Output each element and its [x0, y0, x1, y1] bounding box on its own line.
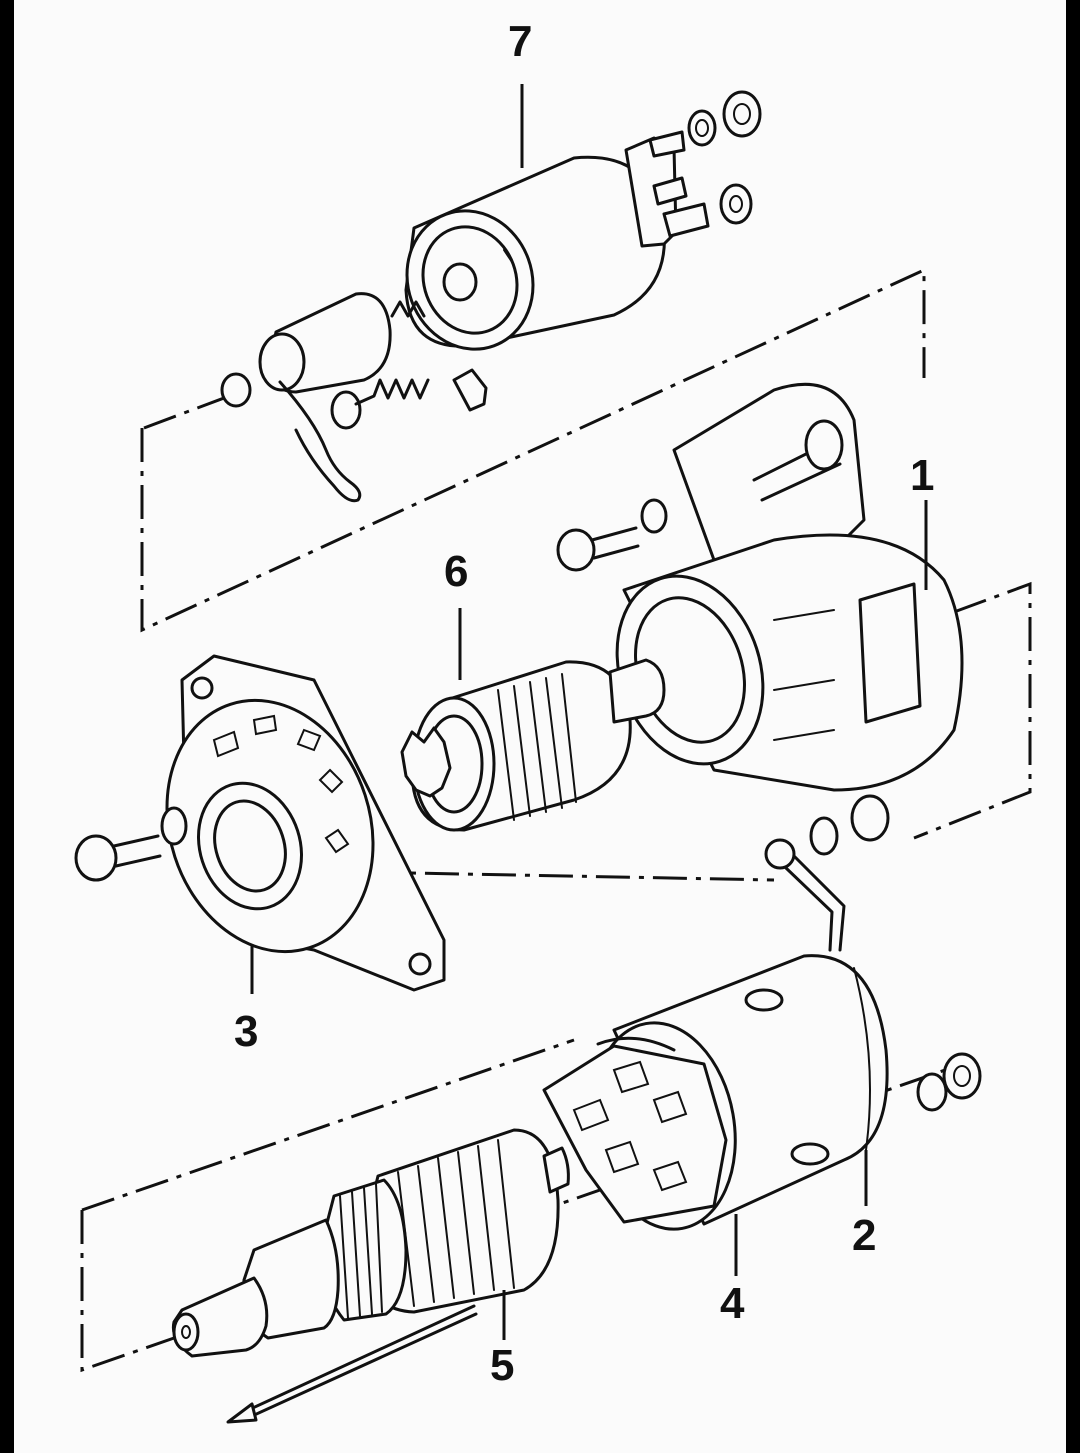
label-1: 1 [910, 451, 934, 500]
leader-lines [250, 84, 928, 1340]
upper-frame [140, 267, 926, 633]
label-4: 4 [720, 1279, 745, 1328]
armature-part-5 [171, 1128, 570, 1424]
end-frame-part-3 [74, 654, 446, 992]
brush-holder-part-4 [542, 1036, 728, 1224]
lower-frame [80, 1058, 975, 1373]
diagram-sheet: 7 1 6 3 2 4 5 [14, 0, 1066, 1453]
label-2: 2 [852, 1211, 876, 1260]
starter-motor-exploded-diagram: 7 1 6 3 2 4 5 [74, 17, 1032, 1424]
pinion-part-6 [400, 658, 666, 832]
solenoid-part-7 [220, 90, 762, 503]
part-labels: 7 1 6 3 2 4 5 [234, 17, 934, 1390]
label-6: 6 [444, 547, 468, 596]
label-5: 5 [490, 1341, 514, 1390]
label-3: 3 [234, 1007, 258, 1056]
label-7: 7 [508, 17, 532, 66]
right-frame [913, 581, 1032, 840]
housing-part-1 [556, 382, 964, 952]
